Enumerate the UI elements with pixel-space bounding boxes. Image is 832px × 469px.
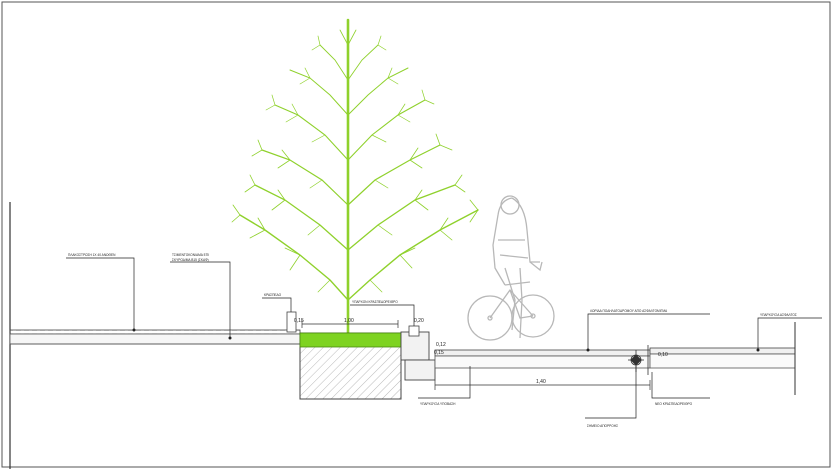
kerb-element — [286, 311, 297, 333]
dim-small-d: 0,10 — [658, 352, 668, 358]
leader-separator — [651, 372, 710, 399]
label-drain-point: ΣΗΜΕΙΟ ΑΠΟΡΡΟΗΣ — [587, 424, 618, 428]
dim-lane-width: 1,40 — [536, 379, 546, 385]
bike-lane — [434, 349, 651, 369]
dim-kerb-height: 0,15 — [294, 318, 304, 324]
grass-strip — [299, 332, 402, 348]
leader-paving-base — [170, 261, 231, 338]
label-bike-lane: ΛΩΡΙΔΑ ΠΟΔΗΛΑΤΟΔΡΟΜΟΥ ΑΠΟ ΑΣΦΑΛΤΟΜΙΓΜΑ — [590, 309, 668, 313]
leader-paving-top — [66, 257, 135, 330]
cyclist-icon — [467, 195, 555, 341]
left-sidewalk — [9, 329, 301, 345]
road-asphalt — [649, 322, 796, 395]
label-paving-base-2: ΣΚΥΡΟΔ/ΜΑ Β15 (ΣΚΑΦ) — [172, 258, 209, 262]
label-tree-pit: ΥΠΑΡΧΟΝ ΚΡΑΣΠΕΔΟΡΕΙΘΡΟ — [352, 300, 398, 304]
lane-dimension — [434, 380, 651, 390]
leader-foundation — [418, 366, 471, 399]
tree-icon — [231, 18, 479, 337]
label-road-asphalt: ΥΠΑΡΧΟΥΣΑ ΑΣΦΑΛΤΟΣ — [760, 313, 797, 317]
leader-road — [757, 317, 822, 350]
leader-tree-pit — [350, 304, 415, 326]
dim-pit-width: 1,00 — [344, 318, 354, 324]
pit-dimension — [301, 320, 399, 328]
drain-symbol-icon — [628, 350, 644, 372]
label-kerb: ΚΡΑΣΠΕΔΟ — [264, 293, 282, 297]
label-paving-base-1: ΤΣΙΜΕΝΤΟΚΟΝΙΑΜΑ ΕΠΙ — [172, 253, 209, 257]
tree-pit — [299, 332, 402, 400]
dim-small-b: 0,15 — [434, 350, 444, 356]
dim-small-a: 0,20 — [414, 318, 424, 324]
label-separator: ΝΕΟ ΚΡΑΣΠΕΔΟΡΕΙΘΡΟ — [655, 402, 693, 406]
curb-separator — [400, 325, 436, 381]
dim-small-c: 0,12 — [436, 342, 446, 348]
leader-kerb — [262, 297, 292, 312]
label-paving-top: ΠΛΑΚΟΣΤΡΩΣΗ 1Χ 40 ΑΝΩΘΕΝ — [68, 253, 116, 257]
leader-drain — [585, 366, 637, 419]
label-existing-foundation: ΥΠΑΡΧΟΥΣΑ ΥΠΟΒΑΣΗ — [420, 402, 456, 406]
leader-bike-lane — [587, 313, 710, 350]
